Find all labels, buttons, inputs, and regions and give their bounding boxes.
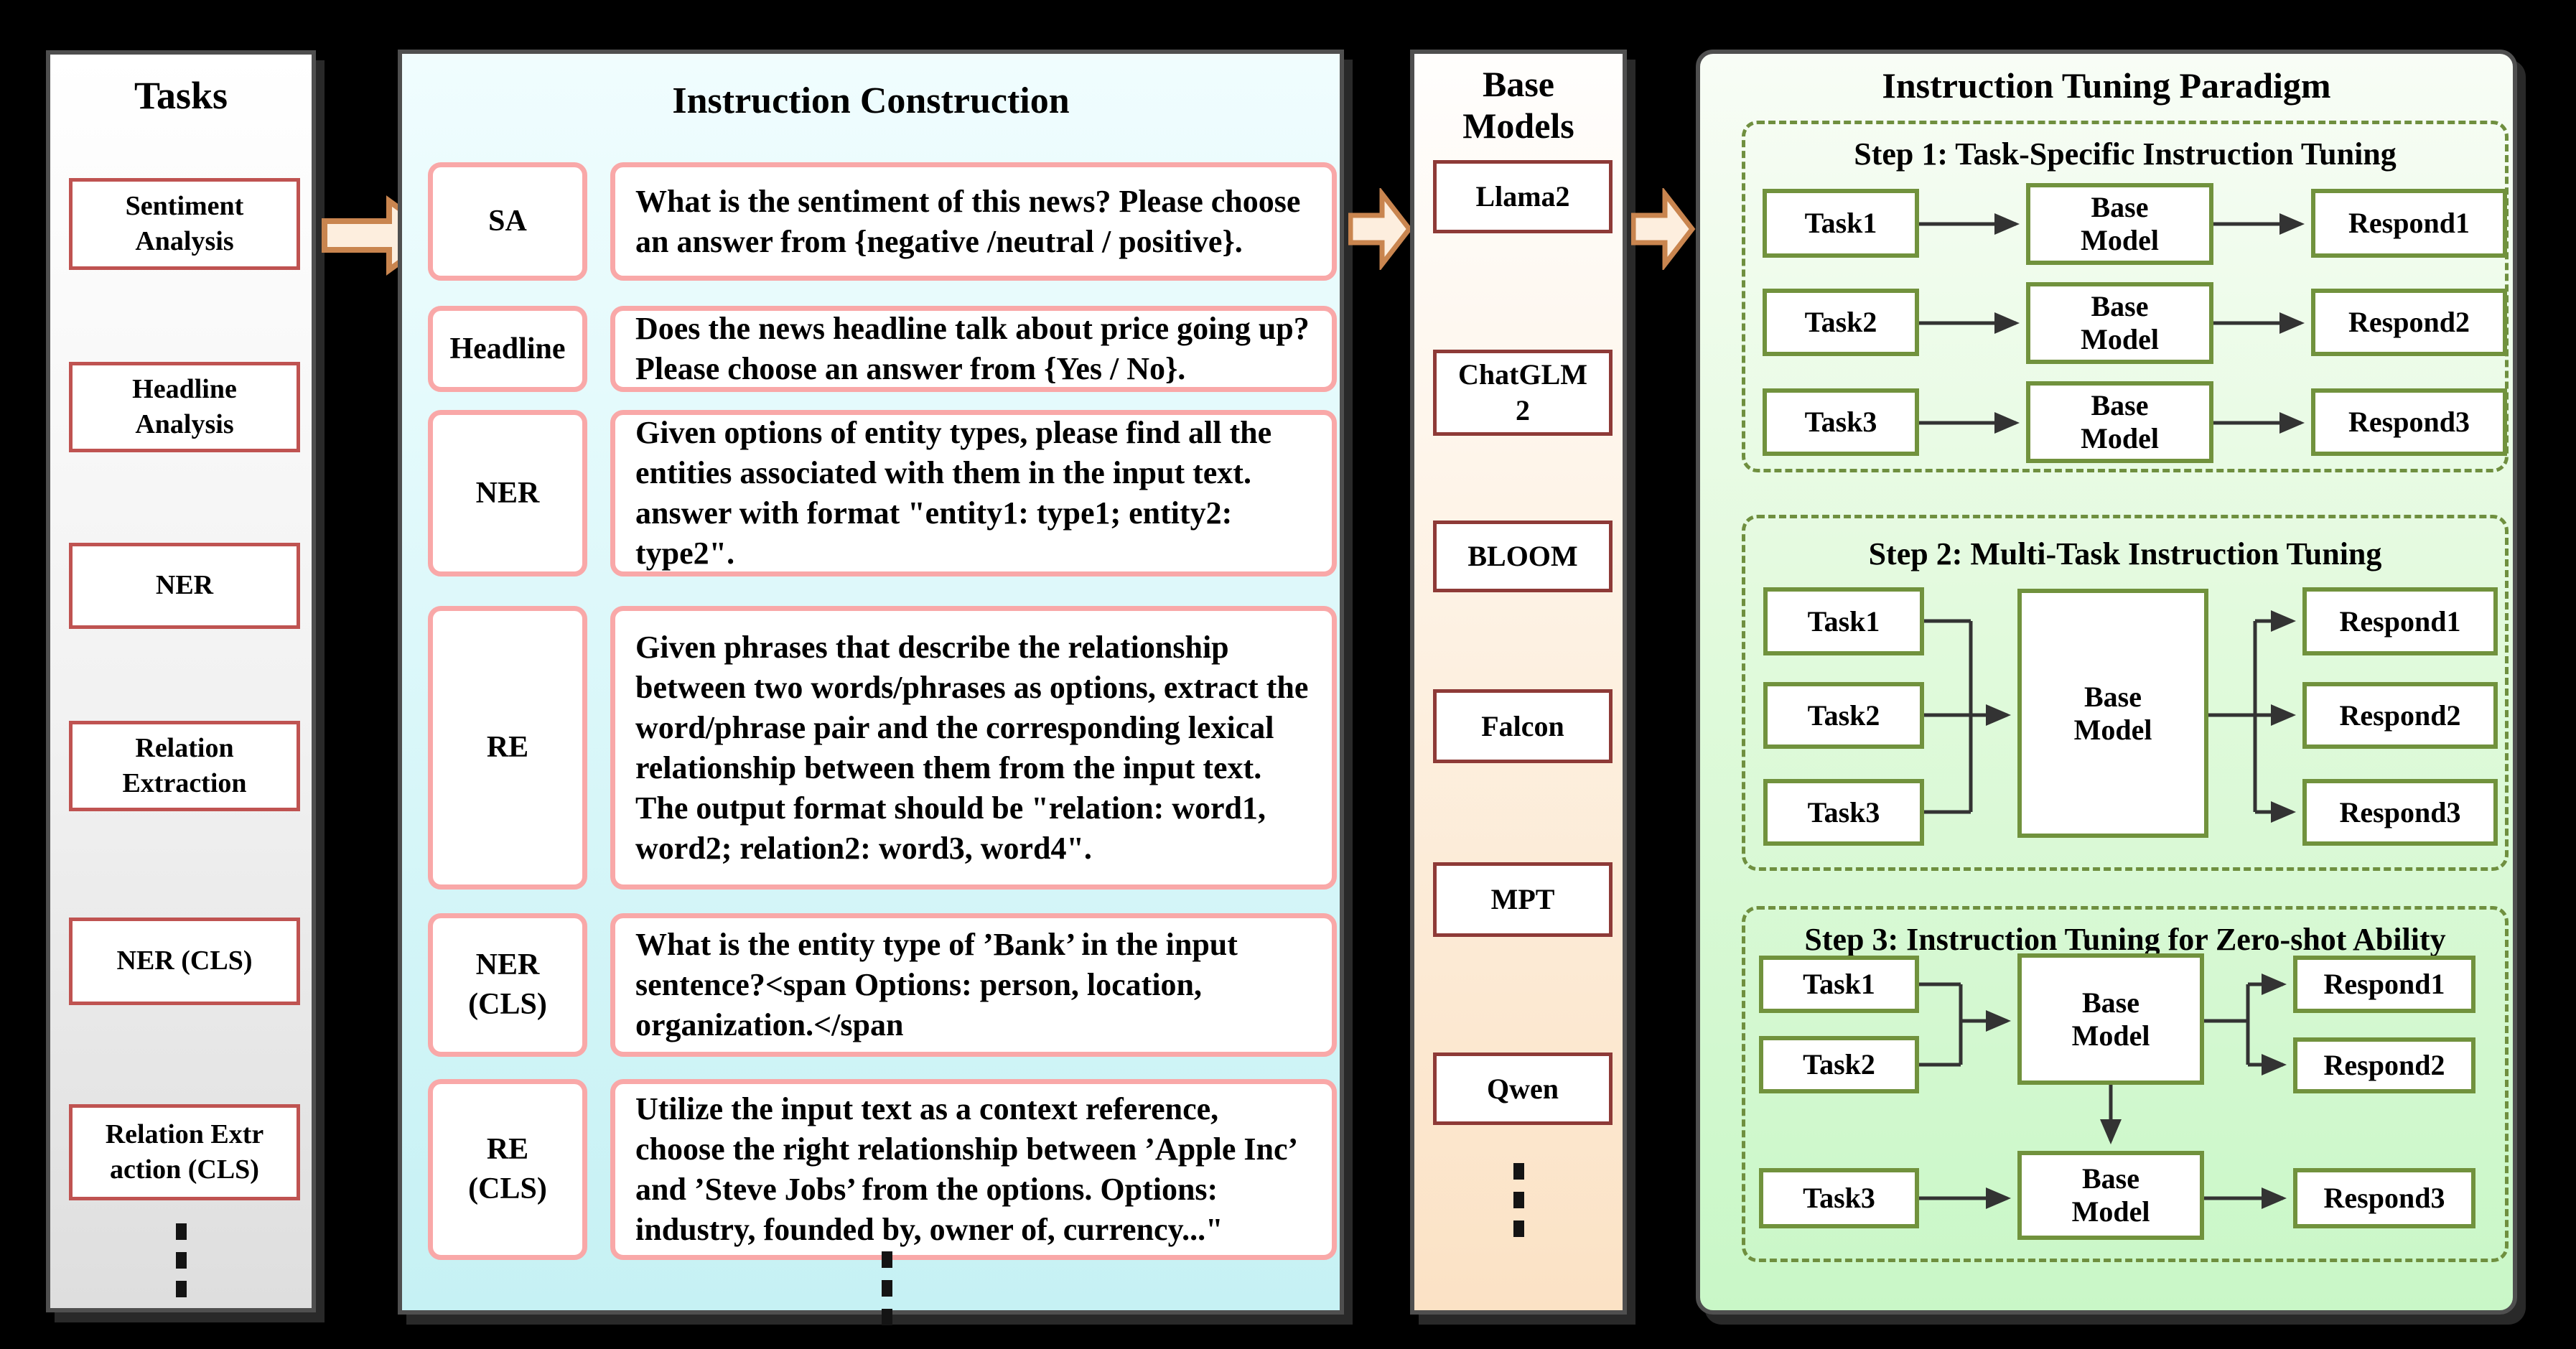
step2-respond2-box: Respond2: [2302, 682, 2498, 749]
step2-task1-box: Task1: [1763, 587, 1924, 655]
instruction-label-re-cls: RE (CLS): [428, 1079, 587, 1260]
vertical-ellipsis-icon: [174, 1223, 188, 1297]
step1-respond2-box: Respond2: [2311, 289, 2507, 356]
instruction-construction-title: Instruction Construction: [672, 80, 1070, 121]
step2-task2-box: Task2: [1763, 682, 1924, 749]
step1-panel: Step 1: Task-Specific Instruction Tuning…: [1742, 121, 2509, 472]
instruction-text-ner-cls: What is the entity type of ’Bank’ in the…: [610, 913, 1337, 1057]
instruction-label-ner: NER: [428, 410, 587, 577]
step3-title: Step 3: Instruction Tuning for Zero-shot…: [1804, 922, 2446, 957]
tasks-title: Tasks: [134, 74, 228, 117]
instruction-text-ner: Given options of entity types, please fi…: [610, 410, 1337, 577]
task-box-ner: NER: [69, 543, 300, 629]
step3-connector-lines: [1919, 974, 2287, 1209]
step2-base-model-box: Base Model: [2017, 589, 2208, 838]
step2-title: Step 2: Multi-Task Instruction Tuning: [1868, 536, 2382, 571]
step1-task2-box: Task2: [1763, 289, 1919, 356]
step3-task1-box: Task1: [1759, 956, 1919, 1013]
step3-lower-base-model-box: Base Model: [2017, 1151, 2204, 1240]
model-box-mpt: MPT: [1433, 862, 1613, 937]
instruction-text-re: Given phrases that describe the relation…: [610, 606, 1337, 890]
flow-arrow-icon: [1348, 188, 1413, 270]
flow-arrow-icon: [1631, 188, 1696, 270]
instruction-label-re: RE: [428, 606, 587, 890]
step3-respond3-box: Respond3: [2293, 1168, 2475, 1228]
instruction-construction-panel: Instruction Construction SA What is the …: [398, 50, 1344, 1325]
model-box-bloom: BLOOM: [1433, 521, 1613, 592]
instruction-text-re-cls: Utilize the input text as a context refe…: [610, 1079, 1337, 1260]
paradigm-title: Instruction Tuning Paradigm: [1882, 65, 2331, 106]
model-box-falcon: Falcon: [1433, 689, 1613, 763]
step2-task3-box: Task3: [1763, 779, 1924, 846]
step3-respond1-box: Respond1: [2293, 956, 2475, 1013]
instruction-text-sa: What is the sentiment of this news? Plea…: [610, 162, 1337, 281]
step1-respond3-box: Respond3: [2311, 388, 2507, 456]
step2-respond3-box: Respond3: [2302, 779, 2498, 846]
step1-respond1-box: Respond1: [2311, 189, 2507, 258]
instruction-label-sa: SA: [428, 162, 587, 281]
step2-respond1-box: Respond1: [2302, 587, 2498, 655]
step1-base-model-box: Base Model: [2026, 381, 2213, 463]
step3-upper-base-model-box: Base Model: [2017, 953, 2204, 1085]
step1-connector-lines: [1919, 213, 2305, 434]
step1-task3-box: Task3: [1763, 388, 1919, 456]
task-box-ner-cls: NER (CLS): [69, 918, 300, 1005]
base-models-title: Base Models: [1462, 64, 1574, 146]
model-box-chatglm2: ChatGLM 2: [1433, 350, 1613, 436]
step3-respond2-box: Respond2: [2293, 1037, 2475, 1093]
vertical-ellipsis-icon: [1511, 1163, 1526, 1237]
vertical-ellipsis-icon: [879, 1251, 894, 1325]
instruction-label-headline: Headline: [428, 306, 587, 392]
tasks-panel: Tasks Sentiment Analysis Headline Analys…: [46, 50, 316, 1312]
step2-connector-lines: [1924, 610, 2296, 823]
task-box-headline-analysis: Headline Analysis: [69, 362, 300, 452]
step1-title: Step 1: Task-Specific Instruction Tuning: [1854, 136, 2397, 172]
step3-panel: Step 3: Instruction Tuning for Zero-shot…: [1742, 906, 2509, 1262]
step1-task1-box: Task1: [1763, 189, 1919, 258]
step3-task3-box: Task3: [1759, 1168, 1919, 1228]
step1-base-model-box: Base Model: [2026, 183, 2213, 265]
task-box-relation-extraction: Relation Extraction: [69, 721, 300, 811]
step3-task2-box: Task2: [1759, 1036, 1919, 1093]
base-models-panel: Base Models Llama2 ChatGLM 2 BLOOM Falco…: [1410, 50, 1627, 1315]
step2-panel: Step 2: Multi-Task Instruction Tuning Ta…: [1742, 515, 2509, 871]
instruction-label-ner-cls: NER (CLS): [428, 913, 587, 1057]
model-box-llama2: Llama2: [1433, 160, 1613, 233]
instruction-text-headline: Does the news headline talk about price …: [610, 306, 1337, 392]
paradigm-panel: Instruction Tuning Paradigm Step 1: Task…: [1696, 50, 2517, 1315]
model-box-qwen: Qwen: [1433, 1052, 1613, 1125]
task-box-relation-extraction-cls: Relation Extr action (CLS): [69, 1104, 300, 1200]
step1-base-model-box: Base Model: [2026, 282, 2213, 364]
task-box-sentiment-analysis: Sentiment Analysis: [69, 178, 300, 270]
